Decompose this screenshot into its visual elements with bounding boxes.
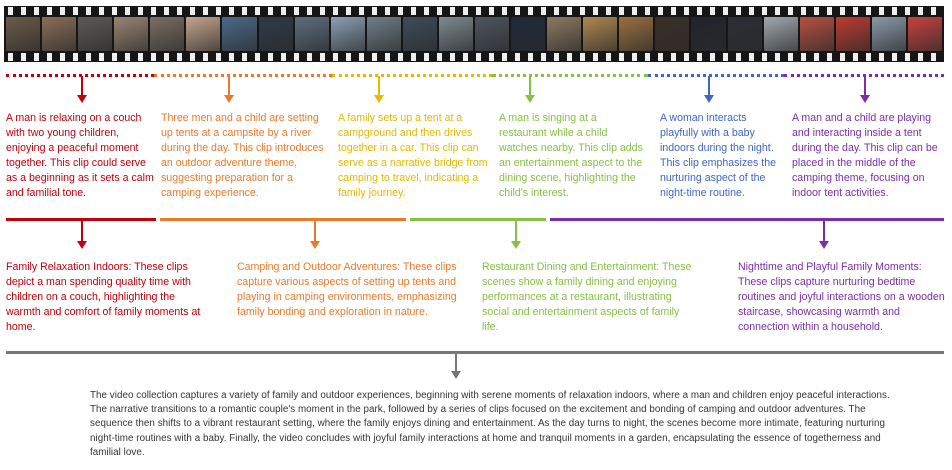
category-description-2: Camping and Outdoor Adventures: These cl… — [237, 261, 457, 318]
clip-arrow-1 — [76, 76, 88, 104]
video-frame-thumbnail — [258, 17, 293, 51]
video-frames — [6, 17, 943, 51]
video-frame-thumbnail — [727, 17, 762, 51]
clip-arrow-4 — [524, 76, 536, 104]
timeline-segment-purple — [784, 74, 944, 77]
video-frame-thumbnail — [150, 17, 185, 51]
video-frame-thumbnail — [835, 17, 870, 51]
video-frame-thumbnail — [475, 17, 510, 51]
category-description-1: Family Relaxation Indoors: These clips d… — [6, 261, 201, 333]
video-frame-thumbnail — [583, 17, 618, 51]
clip-arrow-2 — [223, 76, 235, 104]
video-frame-thumbnail — [222, 17, 257, 51]
clip-description-6: A man and a child are playing and intera… — [792, 112, 938, 199]
video-frame-thumbnail — [366, 17, 401, 51]
video-frame-thumbnail — [330, 17, 365, 51]
category-arrow-4 — [818, 220, 830, 250]
film-perforation-bottom — [4, 53, 944, 61]
category-line-orange — [160, 218, 406, 221]
video-frame-thumbnail — [871, 17, 906, 51]
video-frame-thumbnail — [799, 17, 834, 51]
timeline-segment-red — [6, 74, 154, 77]
category-arrow-3 — [510, 220, 522, 250]
clip-description-4: A man is singing at a restaurant while a… — [499, 112, 643, 199]
video-frame-thumbnail — [691, 17, 726, 51]
film-strip — [4, 6, 944, 62]
video-frame-thumbnail — [655, 17, 690, 51]
video-frame-thumbnail — [6, 17, 41, 51]
video-frame-thumbnail — [114, 17, 149, 51]
summary-arrow — [450, 353, 462, 381]
video-frame-thumbnail — [186, 17, 221, 51]
clip-description-5: A woman interacts playfully with a baby … — [660, 112, 776, 199]
video-frame-thumbnail — [438, 17, 474, 51]
clip-arrow-3 — [373, 76, 385, 104]
timeline-segment-yellow — [332, 74, 492, 77]
video-frame-thumbnail — [619, 17, 654, 51]
clip-arrow-6 — [859, 76, 871, 104]
clip-arrow-5 — [703, 76, 715, 104]
video-frame-thumbnail — [907, 17, 943, 51]
category-arrow-2 — [309, 220, 321, 250]
video-frame-thumbnail — [511, 17, 546, 51]
category-description-3: Restaurant Dining and Entertainment: The… — [482, 261, 692, 333]
timeline-segment-blue — [648, 74, 784, 77]
video-frame-thumbnail — [294, 17, 329, 51]
video-frame-thumbnail — [402, 17, 437, 51]
category-arrow-1 — [76, 220, 88, 250]
summary-line — [6, 351, 944, 354]
clip-description-3: A family sets up a tent at a campground … — [338, 112, 488, 199]
video-frame-thumbnail — [763, 17, 798, 51]
video-summary: The video collection captures a variety … — [90, 390, 890, 458]
category-description-4: Nighttime and Playful Family Moments: Th… — [738, 261, 945, 333]
clip-description-1: A man is relaxing on a couch with two yo… — [6, 112, 154, 199]
category-line-purple — [550, 218, 944, 221]
category-line-red — [6, 218, 156, 221]
film-perforation-top — [4, 7, 944, 15]
timeline-segment-orange — [154, 74, 332, 77]
category-line-green — [410, 218, 546, 221]
clip-description-2: Three men and a child are setting up ten… — [161, 112, 324, 199]
video-frame-thumbnail — [78, 17, 113, 51]
timeline-segment-green — [492, 74, 648, 77]
video-frame-thumbnail — [42, 17, 77, 51]
video-frame-thumbnail — [547, 17, 582, 51]
